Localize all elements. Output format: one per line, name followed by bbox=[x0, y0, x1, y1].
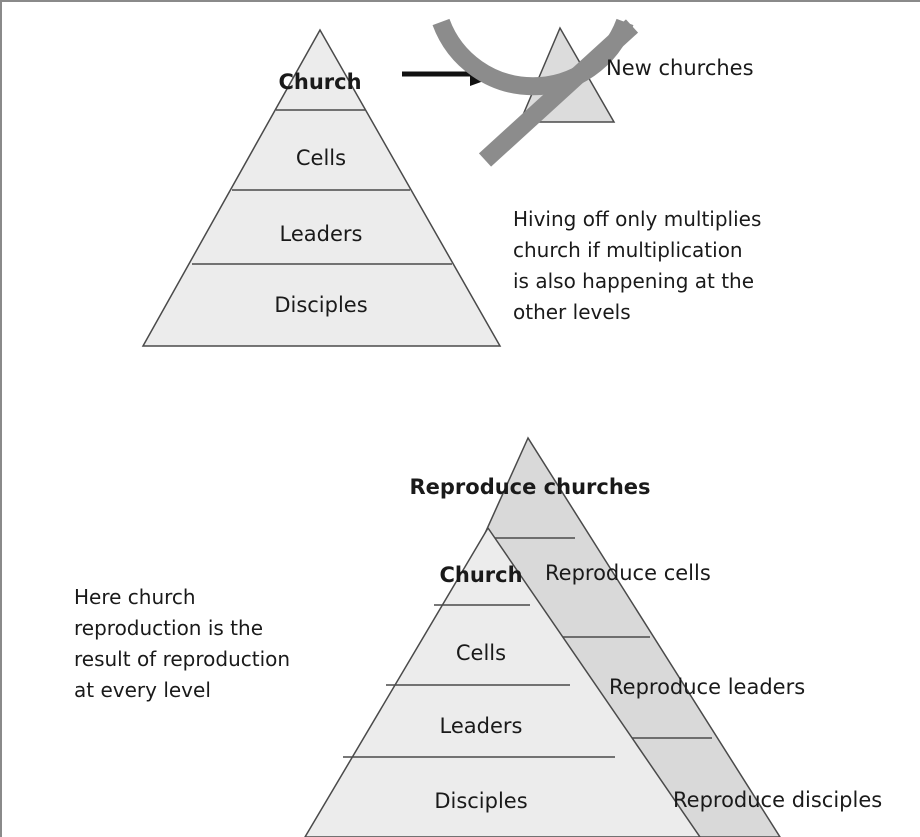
bottom-note-line: reproduction is the bbox=[74, 616, 263, 640]
reproduce-disciples-label: Reproduce disciples bbox=[673, 788, 882, 812]
bottom-pyramid-shape bbox=[304, 526, 701, 837]
bottom-level-label-disciples: Disciples bbox=[434, 789, 527, 813]
bottom-pyramid: Church Cells Leaders Disciples bbox=[304, 526, 701, 837]
bottom-apex-label: Church bbox=[439, 563, 522, 587]
reproduce-cells-label: Reproduce cells bbox=[545, 561, 711, 585]
bottom-note-line: Here church bbox=[74, 585, 196, 609]
top-pyramid-shape bbox=[141, 28, 502, 347]
top-note-line: is also happening at the bbox=[513, 269, 755, 293]
new-churches-label: New churches bbox=[606, 56, 754, 80]
bottom-note: Here church reproduction is the result o… bbox=[74, 582, 290, 706]
top-note-line: church if multiplication bbox=[513, 238, 743, 262]
top-apex-label: Church bbox=[278, 70, 361, 94]
top-note: Hiving off only multiplies church if mul… bbox=[513, 204, 761, 328]
top-note-line: other levels bbox=[513, 300, 631, 324]
prohibition-icon bbox=[432, 18, 639, 167]
reproduce-leaders-label: Reproduce leaders bbox=[609, 675, 805, 699]
top-level-label-leaders: Leaders bbox=[280, 222, 363, 246]
top-level-label-cells: Cells bbox=[296, 146, 346, 170]
bottom-note-line: result of reproduction bbox=[74, 647, 291, 671]
bottom-note-line: at every level bbox=[74, 678, 211, 702]
top-note-line: Hiving off only multiplies bbox=[513, 207, 762, 231]
bottom-level-label-cells: Cells bbox=[456, 641, 506, 665]
top-pyramid: Church Cells Leaders Disciples bbox=[141, 28, 502, 347]
bottom-level-label-leaders: Leaders bbox=[440, 714, 523, 738]
reproduce-churches-label: Reproduce churches bbox=[409, 475, 650, 499]
top-level-label-disciples: Disciples bbox=[274, 293, 367, 317]
